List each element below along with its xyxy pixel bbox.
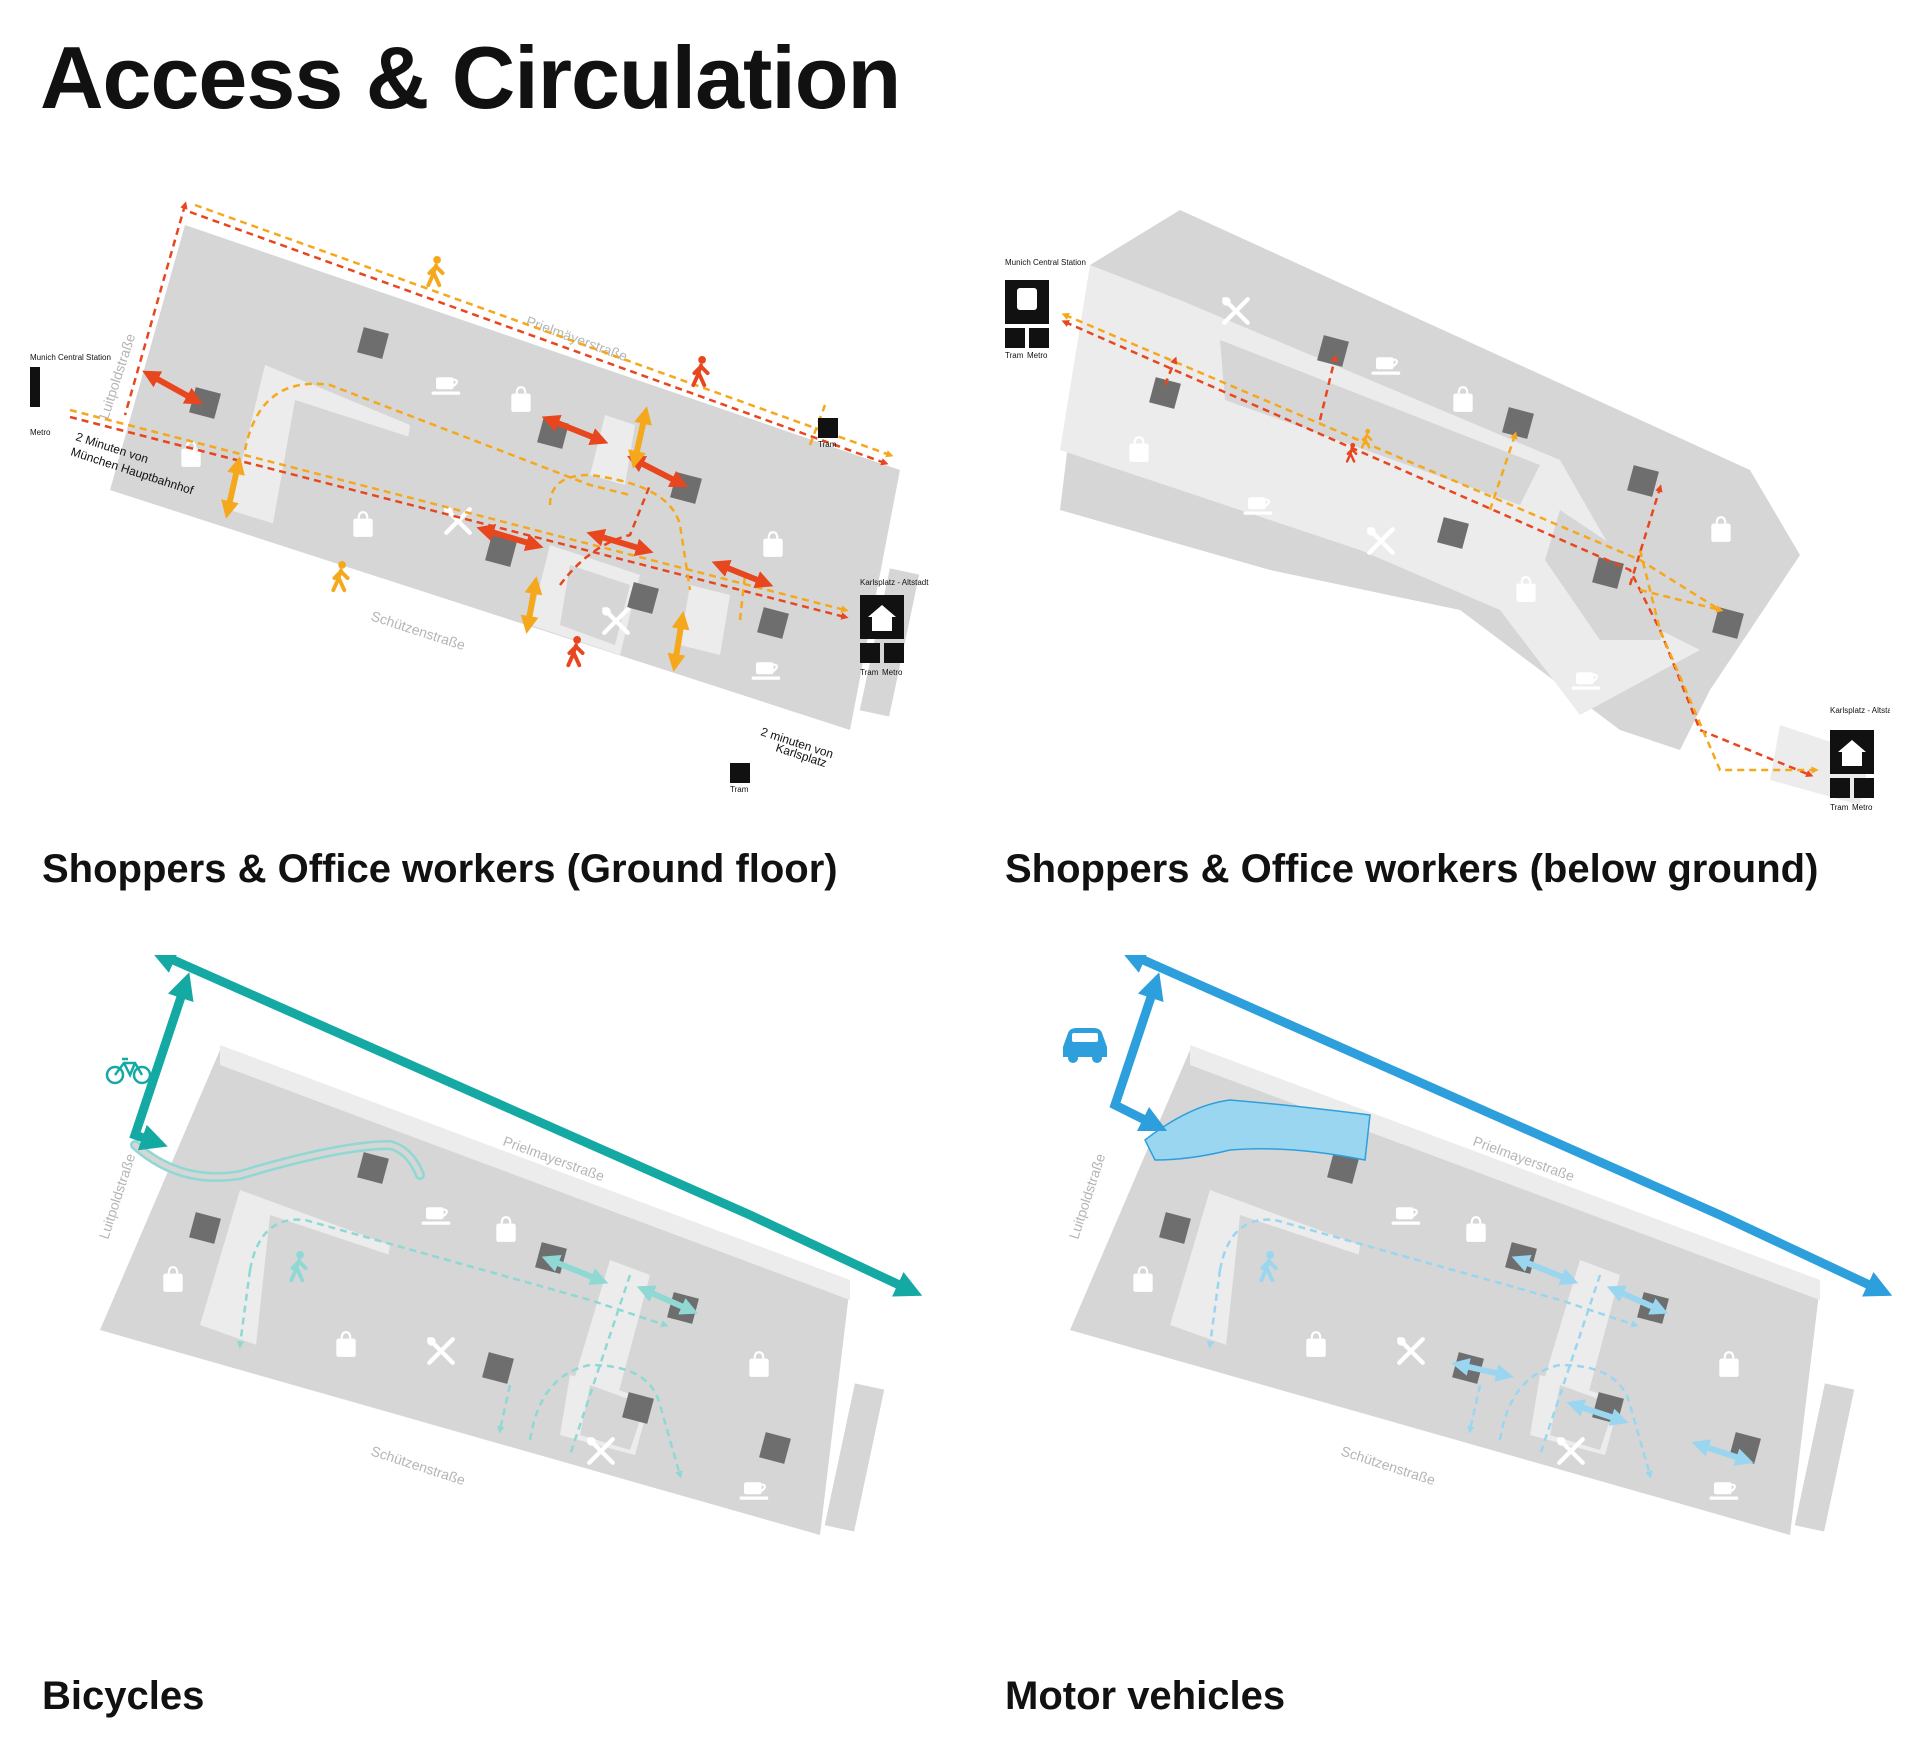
bicycle-icon [105, 1057, 152, 1085]
ground-floor-diagram: Priel­mäyerstraße Luitpoldstraße Schütze… [30, 201, 929, 794]
bicycles-diagram: Prielmayerstraße Luitpoldstraße Schützen… [96, 955, 923, 1535]
caption-below-ground: Shoppers & Office workers (below ground) [1005, 847, 1819, 891]
street-label: Luitpoldstraße [1066, 1151, 1109, 1241]
station-name: Karlsplatz - Altstadt [1830, 706, 1890, 715]
tram-label: Tram [818, 440, 837, 449]
shopper-routes [1061, 313, 1819, 778]
station-karlsplatz: Karlsplatz - Altstadt Tram Metro [1830, 706, 1890, 812]
station-central: Munich Central Station Tram Metro [1005, 258, 1086, 360]
station-tram-top: Tram [818, 418, 838, 449]
metro-icon [1029, 328, 1049, 348]
station-metro-label: Metro [30, 428, 51, 437]
tram-label: Tram [730, 785, 749, 794]
motor-vehicles-diagram: Prielmayerstraße Luitpoldstraße Schützen… [1063, 955, 1893, 1535]
tram-icon [1005, 328, 1025, 348]
metro-label: Metro [1852, 803, 1873, 812]
bicycle-routes [129, 955, 923, 1297]
tram-icon [818, 418, 838, 438]
tram-icon [1830, 778, 1850, 798]
pedestrian-icon [331, 560, 350, 593]
access-arrows [142, 370, 774, 672]
tram-label: Tram [860, 668, 879, 677]
street-label: Luitpoldstraße [96, 1151, 139, 1241]
pedestrian-icon [426, 255, 445, 288]
street-label: Schützenstraße [1339, 1443, 1437, 1489]
street-label: Schützenstraße [369, 1443, 467, 1489]
caption-motor-vehicles: Motor vehicles [1005, 1674, 1286, 1718]
metro-label: Metro [1027, 351, 1048, 360]
site-plan [1060, 210, 1870, 805]
vehicle-routes [1109, 955, 1893, 1297]
caption-ground-floor: Shoppers & Office workers (Ground floor) [42, 847, 838, 891]
metro-icon [1854, 778, 1874, 798]
tram-icon [860, 643, 880, 663]
station-karlsplatz: Karlsplatz - Altstadt Tram Metro [860, 578, 929, 677]
shopper-routes [69, 201, 894, 621]
tram-label: Tram [1005, 351, 1024, 360]
site-plan [100, 1045, 885, 1535]
train-icon [1017, 288, 1037, 310]
office-worker-icon [566, 635, 585, 668]
metro-icon [884, 643, 904, 663]
street-label: Luitpoldstraße [96, 331, 139, 421]
station-central: Munich Central Station Metro [30, 353, 111, 437]
below-ground-diagram: Munich Central Station Tram Metro Karlsp… [1005, 210, 1890, 812]
car-icon [1063, 1028, 1107, 1063]
site-plan [110, 225, 920, 730]
station-tram-bottom: Tram [730, 763, 750, 794]
house-icon [868, 605, 896, 631]
house-icon [1838, 740, 1866, 766]
office-worker-icon [691, 355, 710, 388]
caption-bicycles: Bicycles [42, 1674, 205, 1718]
station-name: Karlsplatz - Altstadt [860, 578, 929, 587]
metro-label: Metro [882, 668, 903, 677]
tram-icon [730, 763, 750, 783]
station-name: Munich Central Station [1005, 258, 1086, 267]
tram-label: Tram [1830, 803, 1849, 812]
page-title: Access & Circulation [40, 28, 901, 127]
street-label: Schützenstraße [369, 608, 467, 654]
station-name: Munich Central Station [30, 353, 111, 362]
